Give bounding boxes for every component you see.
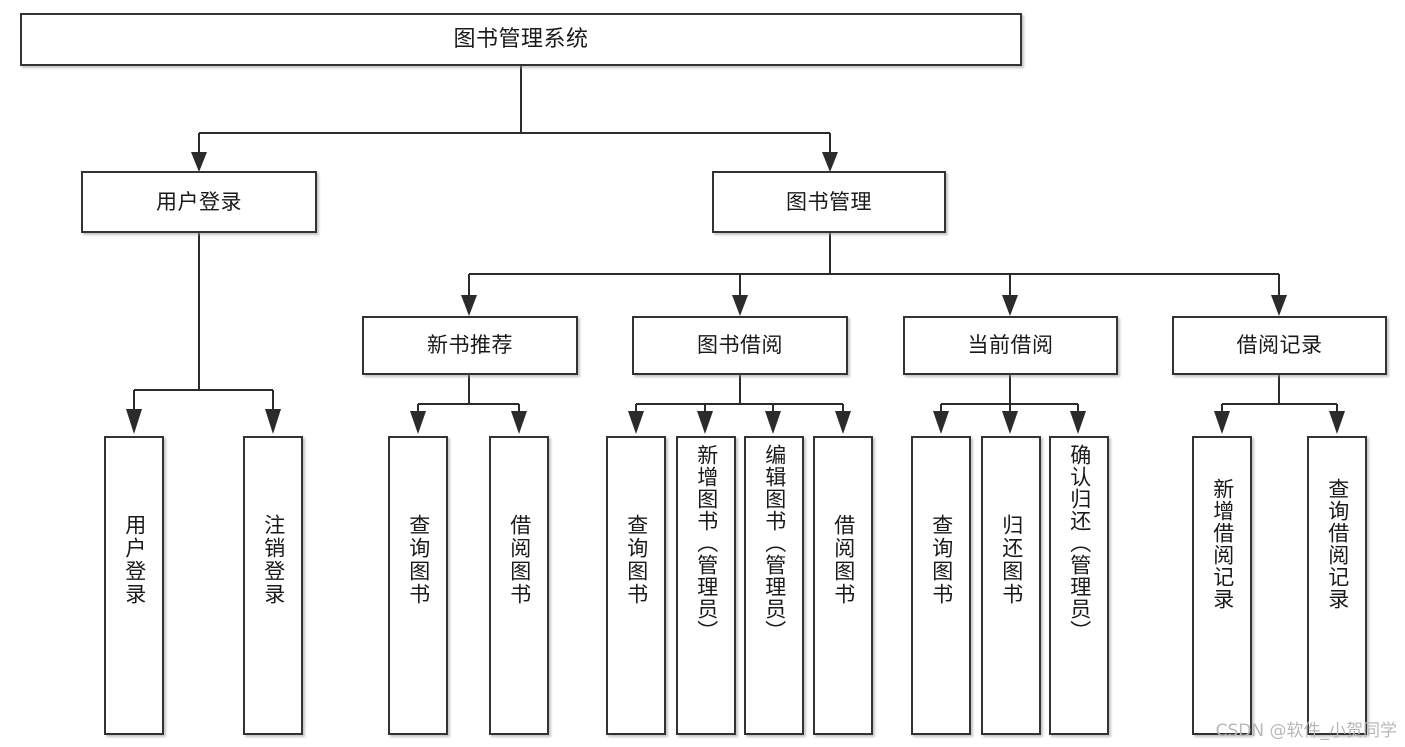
- leaf-borrow-edit-book[interactable]: 编辑图书（管理员）: [744, 436, 804, 735]
- node-root[interactable]: 图书管理系统: [20, 13, 1022, 66]
- leaf-newbook-borrow-book[interactable]: 借阅图书: [489, 436, 549, 735]
- leaf-current-confirm-return[interactable]: 确认归还（管理员）: [1049, 436, 1109, 735]
- node-book-borrow[interactable]: 图书借阅: [632, 316, 848, 375]
- node-root-label: 图书管理系统: [453, 26, 589, 52]
- leaf-current-return-book[interactable]: 归还图书: [981, 436, 1041, 735]
- arrow-newbook-leaf-2: [511, 411, 527, 434]
- node-user-login[interactable]: 用户登录: [81, 171, 317, 233]
- arrow-newbook: [461, 295, 477, 316]
- arrow-borrow-leaf-1: [628, 411, 644, 434]
- leaf-borrow-borrow-book[interactable]: 借阅图书: [813, 436, 873, 735]
- node-book-borrow-label: 图书借阅: [697, 333, 783, 358]
- leaf-user-login-login[interactable]: 用户登录: [104, 436, 164, 735]
- arrow-borrow: [732, 295, 748, 316]
- leaf-borrow-add-book[interactable]: 新增图书（管理员）: [676, 436, 736, 735]
- arrow-borrow-leaf-2: [697, 411, 713, 434]
- arrow-current-leaf-3: [1070, 411, 1086, 434]
- leaf-borrow-add-book-label: 新增图书（管理员）: [694, 444, 719, 642]
- leaf-borrow-query-book[interactable]: 查询图书: [606, 436, 666, 735]
- arrow-borrow-leaf-3: [765, 411, 781, 434]
- arrow-record-leaf-1: [1214, 411, 1230, 434]
- leaf-borrow-borrow-book-label: 借阅图书: [831, 514, 856, 606]
- arrow-record: [1271, 295, 1287, 316]
- leaf-record-add-record[interactable]: 新增借阅记录: [1192, 436, 1252, 735]
- leaf-current-query-book-label: 查询图书: [929, 514, 954, 606]
- leaf-current-query-book[interactable]: 查询图书: [911, 436, 971, 735]
- leaf-newbook-borrow-book-label: 借阅图书: [507, 514, 532, 606]
- node-borrow-record[interactable]: 借阅记录: [1172, 316, 1387, 375]
- arrow-book-mgmt: [822, 152, 838, 172]
- arrow-current: [1002, 295, 1018, 316]
- leaf-newbook-query-book[interactable]: 查询图书: [388, 436, 448, 735]
- leaf-newbook-query-book-label: 查询图书: [406, 514, 431, 606]
- leaf-record-query-record-label: 查询借阅记录: [1325, 478, 1350, 610]
- leaf-current-return-book-label: 归还图书: [999, 514, 1024, 606]
- leaf-borrow-edit-book-label: 编辑图书（管理员）: [762, 444, 787, 642]
- node-new-book-recommend[interactable]: 新书推荐: [362, 316, 578, 375]
- leaf-borrow-query-book-label: 查询图书: [624, 514, 649, 606]
- leaf-user-login-logout-label: 注销登录: [261, 514, 286, 606]
- node-user-login-label: 用户登录: [156, 189, 242, 214]
- arrow-newbook-leaf-1: [410, 411, 426, 434]
- node-borrow-record-label: 借阅记录: [1236, 333, 1323, 358]
- node-book-management-label: 图书管理: [786, 189, 872, 214]
- arrow-user-login: [191, 152, 207, 172]
- arrow-record-leaf-2: [1329, 411, 1345, 434]
- arrow-borrow-leaf-4: [835, 411, 851, 434]
- node-current-borrow[interactable]: 当前借阅: [903, 316, 1118, 375]
- node-new-book-recommend-label: 新书推荐: [427, 333, 513, 358]
- leaf-record-query-record[interactable]: 查询借阅记录: [1307, 436, 1367, 735]
- leaf-record-add-record-label: 新增借阅记录: [1210, 478, 1235, 610]
- arrow-leaf-user-login-2: [265, 409, 281, 434]
- leaf-current-confirm-return-label: 确认归还（管理员）: [1067, 444, 1092, 642]
- watermark: CSDN @软件_小贺同学: [1215, 721, 1397, 741]
- node-current-borrow-label: 当前借阅: [967, 333, 1054, 358]
- arrow-current-leaf-1: [933, 411, 949, 434]
- leaf-user-login-logout[interactable]: 注销登录: [243, 436, 303, 735]
- arrow-current-leaf-2: [1002, 411, 1018, 434]
- leaf-user-login-login-label: 用户登录: [122, 514, 147, 606]
- arrow-leaf-user-login-1: [126, 409, 142, 434]
- node-book-management[interactable]: 图书管理: [712, 171, 946, 233]
